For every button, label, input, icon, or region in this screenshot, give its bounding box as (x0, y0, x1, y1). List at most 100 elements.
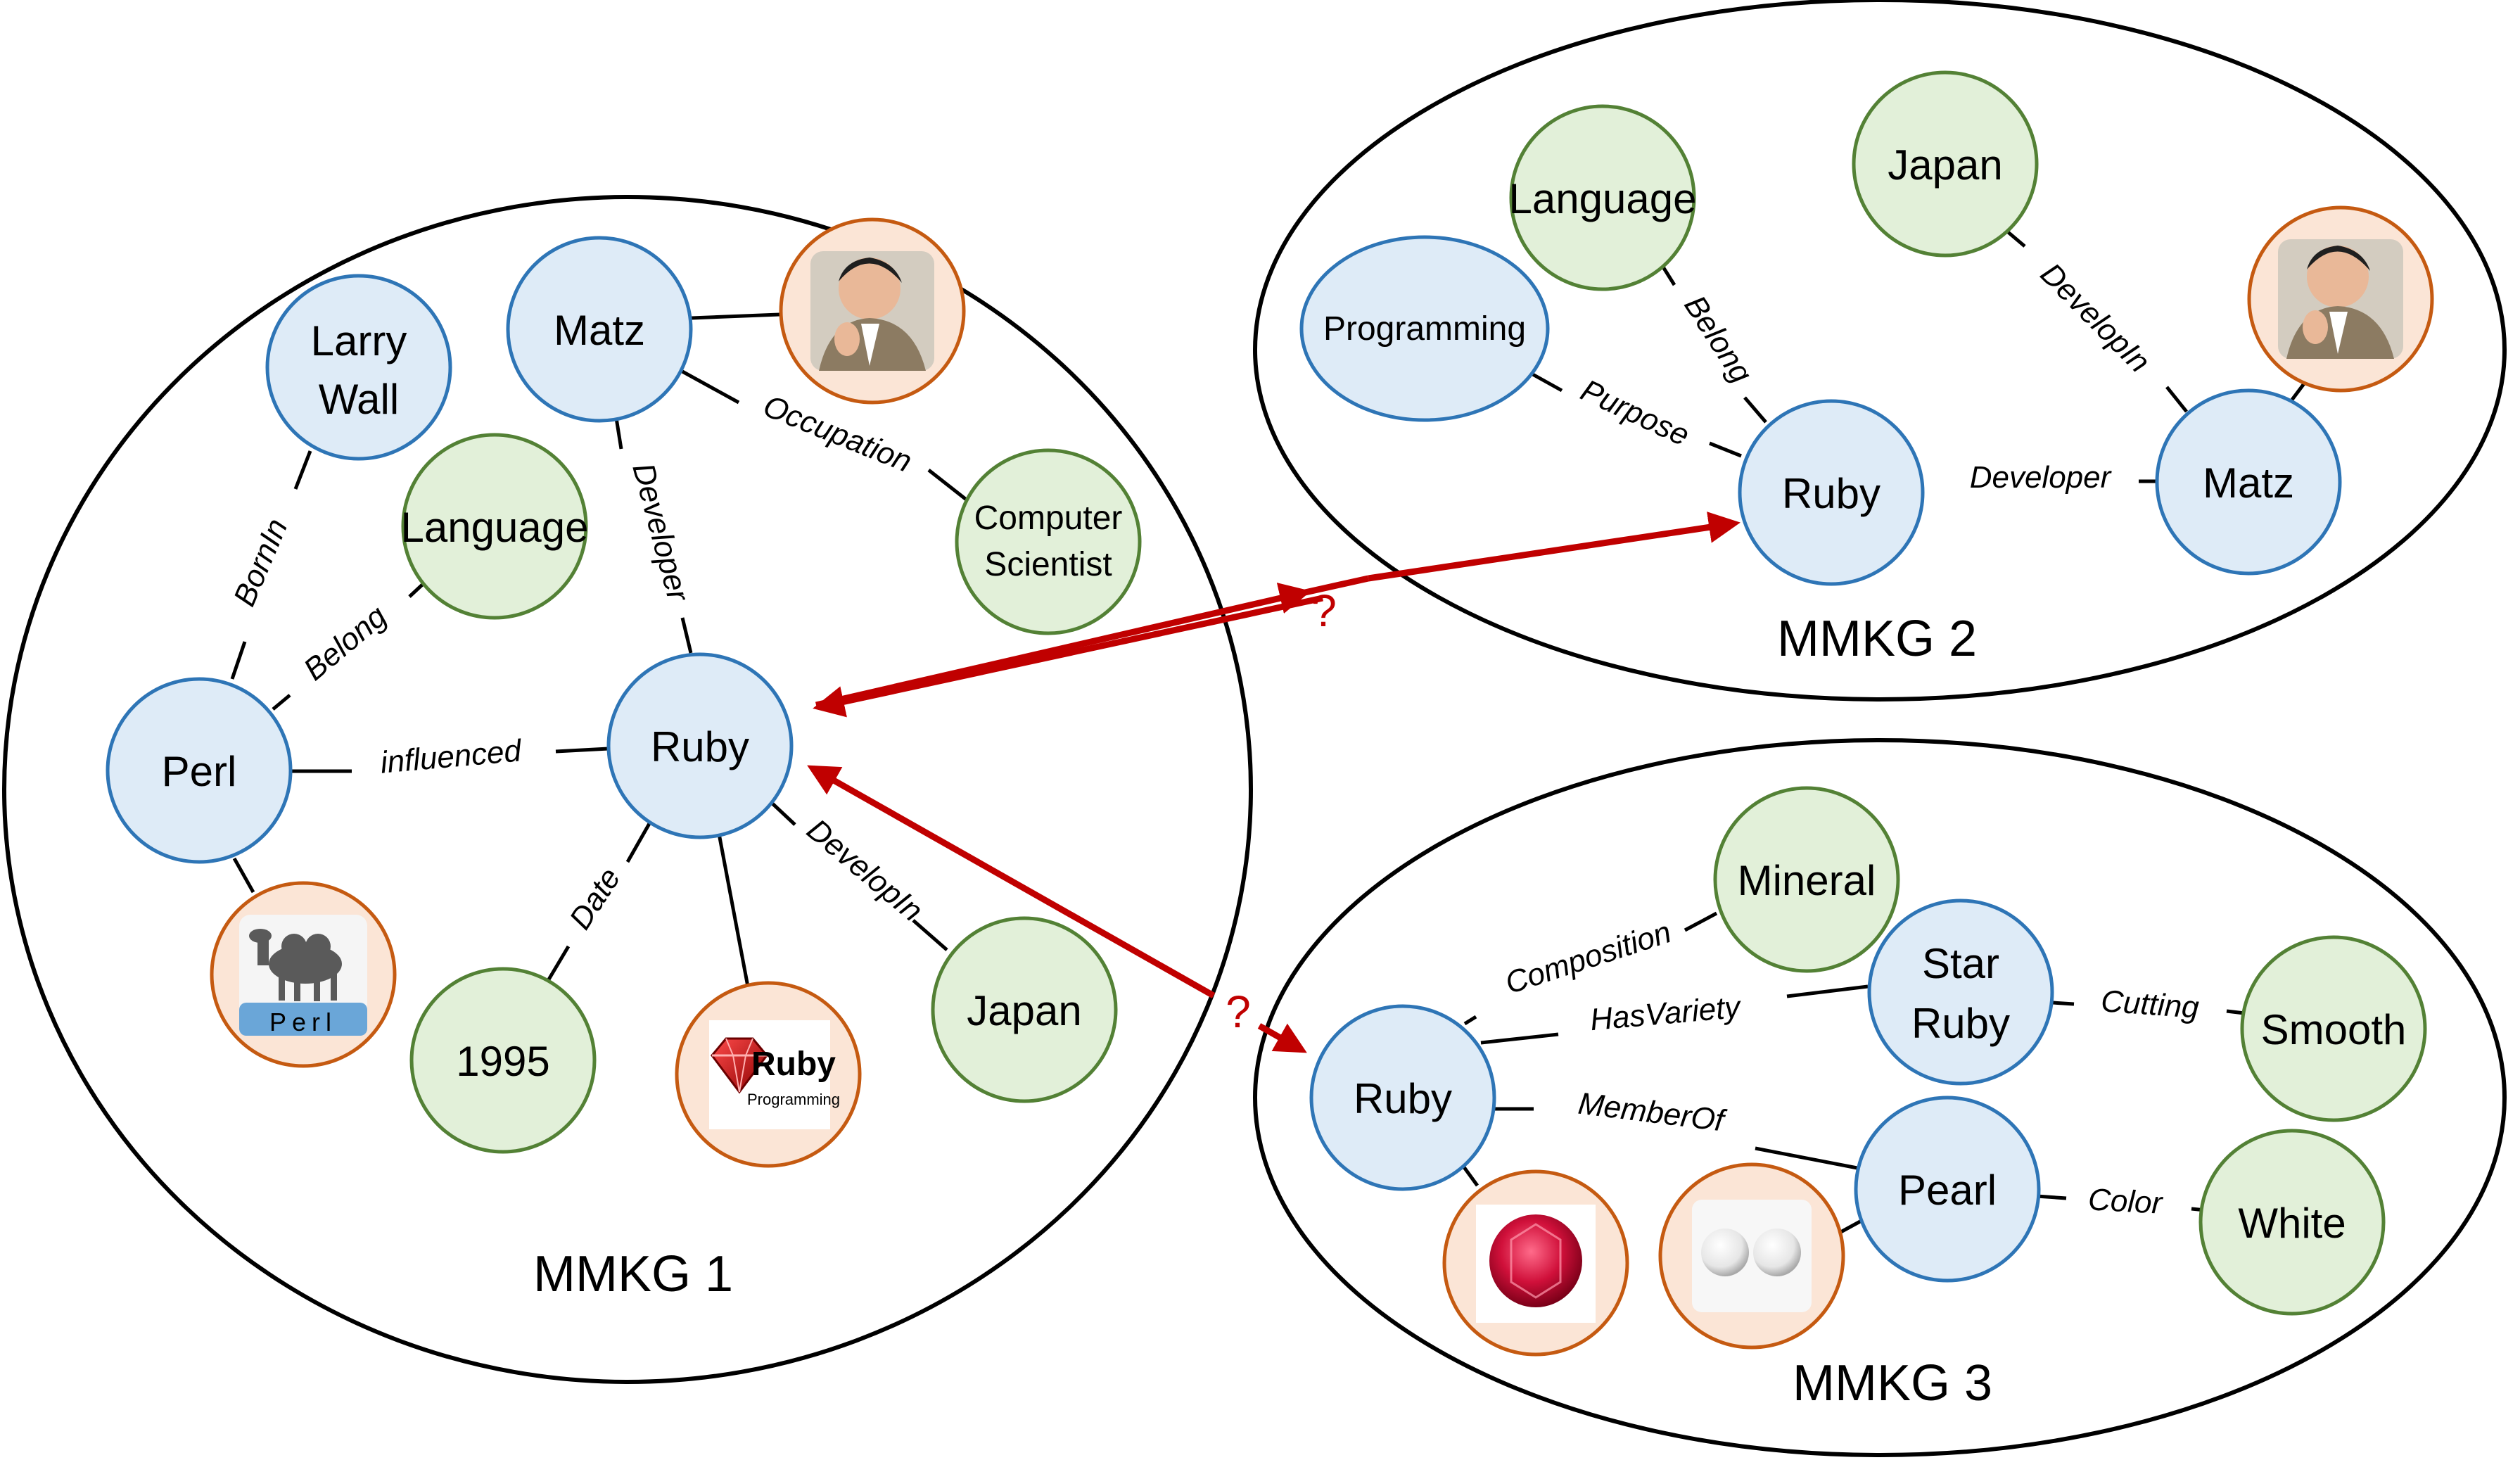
ruby-gem-icon (1489, 1214, 1582, 1307)
edge-pearl-color-a (2036, 1194, 2067, 1200)
node-gem-photo (1442, 1169, 1629, 1357)
edge-label-developin2: DevelopIn (2034, 256, 2157, 379)
node-mineral: Mineral (1713, 786, 1900, 973)
node-larry-wall: Larry Wall (265, 274, 452, 461)
edge-starruby-cutting-b (2226, 1009, 2245, 1015)
edge-label-color: Color (2087, 1182, 2165, 1221)
node-perl-logo: Perl (210, 881, 397, 1068)
node-pearl: Pearl (1854, 1096, 2041, 1283)
node-japan2-label: Japan (1888, 141, 2002, 189)
node-ruby-logo: Ruby Programming (675, 981, 862, 1168)
alignment-arrows: ? ? (807, 512, 1741, 1053)
node-language-2: Language (1509, 104, 1697, 291)
node-smooth-label: Smooth (2261, 1006, 2407, 1053)
mmkg2-boundary (1253, 0, 2507, 702)
node-matz2-label: Matz (2203, 459, 2294, 507)
ruby-logo-title: Ruby (751, 1046, 836, 1083)
node-year-label: 1995 (456, 1038, 549, 1085)
node-white: White (2198, 1129, 2386, 1316)
edge-ruby-developin-a (771, 802, 796, 826)
node-language: Language (401, 433, 589, 620)
edge-matz-occupation-a (681, 369, 740, 405)
mmkg1-boundary (2, 195, 1253, 1384)
edge-ruby-memberof-b (1755, 1146, 1858, 1170)
node-japan-label: Japan (967, 987, 1081, 1034)
edge-ruby-composition-b (1684, 911, 1718, 932)
node-language2-label: Language (1509, 175, 1697, 222)
edge-ruby-composition-a (1463, 1015, 1477, 1026)
node-ruby3-label: Ruby (1354, 1075, 1452, 1122)
node-star-ruby-line2: Ruby (1911, 1000, 2010, 1047)
edge-label-occupation: Occupation (758, 388, 917, 479)
edge-ruby-date-b (547, 945, 571, 981)
ruby-logo-subtitle: Programming (747, 1091, 840, 1108)
alignment-arrow-mmkg1-mmkg2-a (815, 583, 1311, 709)
alignment-question-2: ? (1226, 986, 1251, 1037)
node-white-label: White (2238, 1200, 2346, 1247)
mmkg2-title: MMKG 2 (1777, 611, 1977, 667)
edge-label-developer: Developer (625, 459, 696, 607)
node-ruby2-label: Ruby (1782, 470, 1881, 517)
node-programming-label: Programming (1323, 310, 1526, 348)
node-ruby: Ruby (606, 652, 794, 839)
node-matz-photo-2 (2247, 205, 2434, 393)
node-pearl-label: Pearl (1898, 1167, 1997, 1214)
mmkg3-boundary (1253, 738, 2507, 1457)
edge-starruby-cutting-a (2052, 1001, 2075, 1006)
edge-japan-developin-b (2165, 386, 2188, 413)
edge-label-purpose: Purpose (1576, 373, 1695, 453)
edge-programming-purpose-b (1709, 441, 1742, 458)
edge-perl-influenced-b (555, 747, 609, 754)
edge-label-bornin: BornIn (227, 514, 295, 611)
node-computer-scientist-line1: Computer (974, 500, 1123, 537)
edge-label-belong: Belong (297, 599, 393, 687)
pearl-icon (1701, 1229, 1749, 1276)
edge-label-influenced: influenced (379, 733, 524, 780)
edge-ruby-hasvariety-b (1786, 984, 1869, 998)
node-star-ruby-line1: Star (1922, 940, 1999, 987)
alignment-arrow-mmkg1-mmkg2-gap (1304, 575, 1369, 596)
edge-matz-image (691, 312, 780, 320)
edge-label-memberof: MemberOf (1577, 1086, 1729, 1139)
node-ruby-2: Ruby (1738, 399, 1925, 586)
edge-ruby-date-a (625, 820, 653, 863)
node-perl: Perl (106, 677, 293, 864)
edge-matz-developer-b (680, 617, 693, 654)
edge-label-composition: Composition (1501, 915, 1676, 1001)
node-pearl-photo (1658, 1162, 1845, 1350)
edge-perl-image (232, 857, 255, 894)
camel-icon (249, 929, 342, 1001)
edge-label-cutting: Cutting (2100, 984, 2201, 1025)
node-japan-2: Japan (1852, 70, 2039, 258)
edge-label-date: Date (563, 862, 628, 936)
mmkg3-graph: Composition HasVariety Cutting MemberOf … (1253, 738, 2507, 1457)
edge-label-developin: DevelopIn (801, 812, 929, 928)
node-perl-label: Perl (162, 748, 237, 795)
edge-larry-bornin-a (293, 450, 312, 490)
edge-language-belong-b (272, 694, 291, 711)
mmkg3-title: MMKG 3 (1793, 1355, 1992, 1411)
node-matz-label: Matz (554, 307, 645, 354)
node-computer-scientist: Computer Scientist (955, 448, 1142, 635)
edge-matz-occupation-b (927, 469, 969, 502)
edge-ruby-hasvariety-a (1480, 1032, 1559, 1045)
node-programming: Programming (1299, 235, 1550, 422)
alignment-arrow-mmkg1-mmkg3-a (807, 765, 1216, 998)
edge-programming-purpose-a (1529, 371, 1563, 393)
node-larry-wall-line2: Wall (319, 376, 399, 423)
edge-larry-bornin-b (230, 641, 247, 680)
mmkg1-graph: BornIn Belong Developer Occupation influ… (2, 195, 1253, 1384)
node-year-1995: 1995 (409, 967, 597, 1154)
node-star-ruby: Star Ruby (1867, 899, 2054, 1086)
pearl-icon (1753, 1229, 1801, 1276)
edge-ruby-developin-b (912, 919, 948, 951)
node-language-label: Language (401, 504, 589, 551)
node-larry-wall-line1: Larry (311, 317, 407, 364)
node-japan: Japan (931, 916, 1118, 1103)
node-matz-2: Matz (2155, 388, 2342, 576)
node-ruby-3: Ruby (1309, 1004, 1496, 1191)
node-smooth: Smooth (2240, 935, 2427, 1122)
node-mineral-label: Mineral (1738, 857, 1876, 904)
mmkg2-graph: Belong Purpose DevelopIn Developer Langu… (1253, 0, 2507, 702)
